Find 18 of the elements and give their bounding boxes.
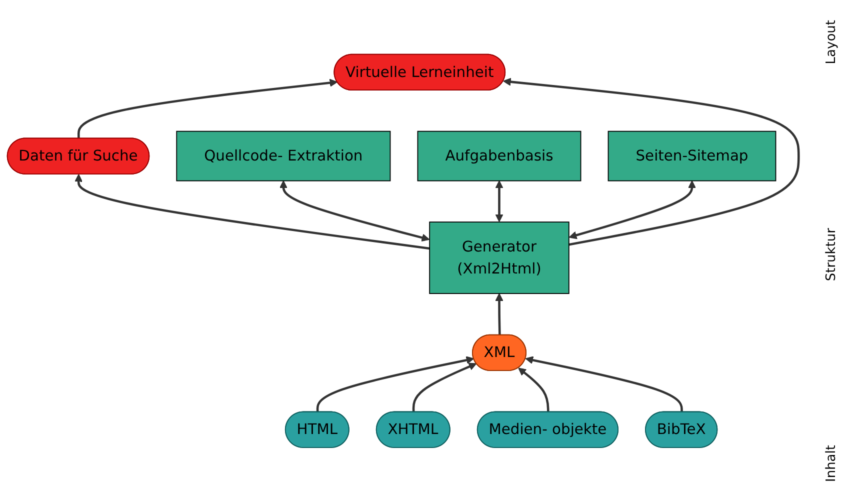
arrow: [74, 174, 430, 250]
arrow: [77, 78, 338, 139]
arrow: [525, 356, 683, 412]
axis-label: Layout: [824, 20, 838, 64]
node-box: Quellcode- Extraktion: [176, 130, 391, 182]
arrow: [518, 368, 550, 412]
arrow: [279, 180, 430, 242]
arrow: [568, 180, 696, 240]
arrow: [503, 78, 800, 246]
arrow: [495, 293, 504, 336]
arrow: [316, 356, 474, 412]
axis-label: Struktur: [824, 228, 838, 282]
node-box: Seiten-Sitemap: [608, 130, 776, 182]
node-box: Aufgabenbasis: [417, 130, 582, 182]
axis-label: Inhalt: [824, 444, 838, 482]
arrow: [495, 180, 504, 222]
arrow: [412, 362, 477, 412]
node-box: Generator (Xml2Html): [429, 222, 570, 294]
